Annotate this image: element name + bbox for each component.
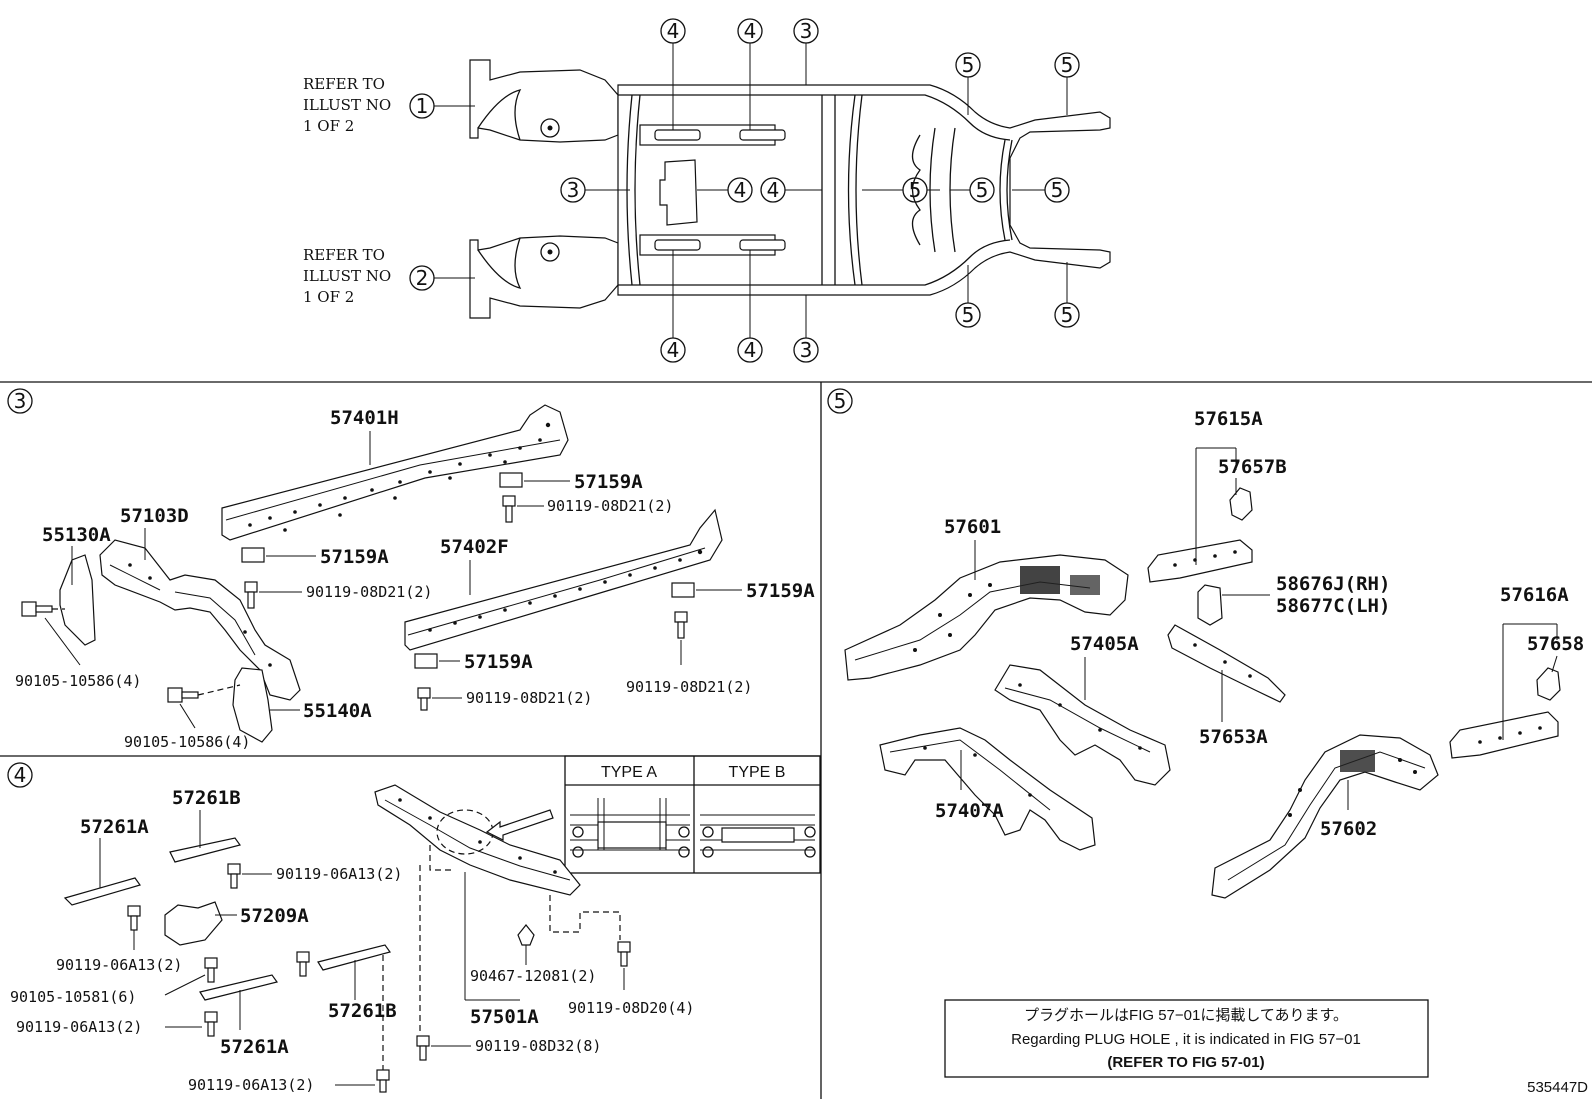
part-57615A: 57615A — [1194, 408, 1263, 430]
callout-4-a: 4 — [667, 19, 680, 43]
bolt-90119-08D21-4: 90119-08D21(2) — [626, 678, 752, 696]
callout-4-f: 4 — [767, 178, 780, 202]
bolt-90467-12081: 90467-12081(2) — [470, 967, 596, 985]
section-5: 5 57601 57615A 57657B 58676J(RH) 58677C(… — [827, 388, 1584, 1078]
part-57658: 57658 — [1527, 633, 1584, 655]
refer-bottom-line1: REFER TO — [303, 246, 385, 264]
note-line-refer: (REFER TO FIG 57-01) — [1107, 1054, 1264, 1071]
part-57602: 57602 — [1320, 818, 1377, 840]
callout-1: 1 — [416, 94, 429, 118]
refer-top-line3: 1 OF 2 — [303, 117, 354, 135]
part-58677C: 58677C(LH) — [1276, 595, 1390, 617]
part-57401H: 57401H — [330, 407, 399, 429]
part-57402F: 57402F — [440, 536, 509, 558]
bolt-90119-06A13-4: 90119-06A13(2) — [188, 1076, 314, 1094]
part-57159A-1: 57159A — [574, 471, 643, 493]
bolt-90119-06A13-3: 90119-06A13(2) — [16, 1018, 142, 1036]
note-line-japanese: プラグホールはFIG 57−01に掲載してあります。 — [1024, 1007, 1348, 1024]
callout-5-c: 5 — [962, 303, 975, 327]
bolt-90105-10586-2: 90105-10586(4) — [124, 733, 250, 751]
bolt-90119-08D32: 90119-08D32(8) — [475, 1037, 601, 1055]
part-57159A-2: 57159A — [320, 546, 389, 568]
overview-callouts: 1 2 3 3 3 4 4 4 4 4 4 5 — [409, 18, 1080, 363]
part-57261A-1: 57261A — [80, 816, 149, 838]
part-57103D: 57103D — [120, 505, 189, 527]
bolt-90119-08D21-1: 90119-08D21(2) — [547, 497, 673, 515]
callout-5-g: 5 — [1051, 178, 1064, 202]
callout-5-d: 5 — [1061, 303, 1074, 327]
bolt-90119-08D21-2: 90119-08D21(2) — [306, 583, 432, 601]
bolt-90105-10586-1: 90105-10586(4) — [15, 672, 141, 690]
part-57159A-4: 57159A — [464, 651, 533, 673]
part-57601: 57601 — [944, 516, 1001, 538]
refer-note-top: REFER TO ILLUST NO 1 OF 2 — [303, 75, 391, 135]
callout-5-a: 5 — [962, 53, 975, 77]
part-57407A: 57407A — [935, 800, 1004, 822]
part-57209A: 57209A — [240, 905, 309, 927]
part-55140A: 55140A — [303, 700, 372, 722]
part-57261B-2: 57261B — [328, 1000, 397, 1022]
note-line-english: Regarding PLUG HOLE , it is indicated in… — [1011, 1031, 1361, 1048]
section-3: 3 57401H 57159A 90119-08D21(2) 55130A 90 — [7, 388, 815, 751]
bolt-90105-10581: 90105-10581(6) — [10, 988, 136, 1006]
callout-2: 2 — [416, 266, 429, 290]
figure-id: 535447D — [1527, 1079, 1588, 1096]
refer-bottom-line3: 1 OF 2 — [303, 288, 354, 306]
part-55130A: 55130A — [42, 524, 111, 546]
bolt-90119-06A13-2: 90119-06A13(2) — [56, 956, 182, 974]
callout-5-e: 5 — [909, 178, 922, 202]
callout-4-d: 4 — [744, 338, 757, 362]
section-3-number: 3 — [14, 389, 27, 413]
bolt-90119-06A13-1: 90119-06A13(2) — [276, 865, 402, 883]
section-4: 4 TYPE A TYPE B 57261B 90119-06A13(2) 57… — [7, 755, 821, 1094]
part-57405A: 57405A — [1070, 633, 1139, 655]
part-57657B: 57657B — [1218, 456, 1287, 478]
callout-5-b: 5 — [1061, 53, 1074, 77]
callout-3-left: 3 — [567, 178, 580, 202]
callout-5-f: 5 — [976, 178, 989, 202]
section-4-number: 4 — [14, 763, 27, 787]
refer-bottom-line2: ILLUST NO — [303, 267, 391, 285]
type-b-label: TYPE B — [729, 764, 786, 781]
refer-note-bottom: REFER TO ILLUST NO 1 OF 2 — [303, 246, 391, 306]
part-58676J: 58676J(RH) — [1276, 573, 1390, 595]
bolt-90119-08D21-3: 90119-08D21(2) — [466, 689, 592, 707]
part-57501A: 57501A — [470, 1006, 539, 1028]
part-57159A-3: 57159A — [746, 580, 815, 602]
bolt-90119-08D20: 90119-08D20(4) — [568, 999, 694, 1017]
part-57261A-2: 57261A — [220, 1036, 289, 1058]
section-5-number: 5 — [834, 389, 847, 413]
callout-4-c: 4 — [667, 338, 680, 362]
callout-3-bottom: 3 — [800, 338, 813, 362]
type-a-label: TYPE A — [601, 764, 657, 781]
part-57653A: 57653A — [1199, 726, 1268, 748]
callout-4-b: 4 — [744, 19, 757, 43]
callout-3-top: 3 — [800, 19, 813, 43]
callout-4-e: 4 — [734, 178, 747, 202]
refer-top-line1: REFER TO — [303, 75, 385, 93]
refer-top-line2: ILLUST NO — [303, 96, 391, 114]
part-57616A: 57616A — [1500, 584, 1569, 606]
part-57261B-1: 57261B — [172, 787, 241, 809]
